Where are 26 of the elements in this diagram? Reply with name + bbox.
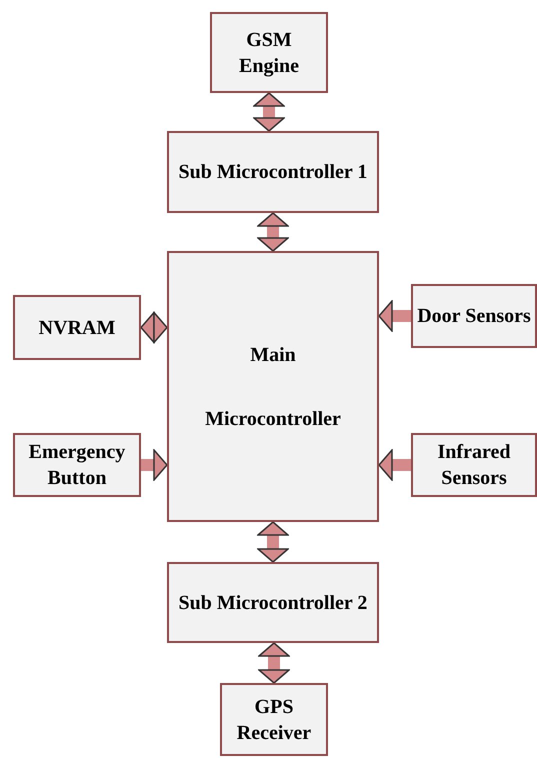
block-box	[210, 12, 328, 93]
block-box	[13, 295, 141, 360]
block-label: Infrared Sensors	[436, 440, 512, 491]
block-label: GPS Receiver	[236, 694, 312, 746]
block-box	[411, 284, 537, 348]
block-arrow	[378, 449, 411, 481]
block-box	[13, 433, 141, 497]
block-box	[167, 562, 379, 643]
block-arrow	[141, 449, 168, 481]
block-arrow	[257, 212, 289, 252]
block-box	[220, 683, 328, 756]
block-box	[167, 131, 379, 213]
block-label: GSM Engine	[238, 28, 300, 78]
block-arrow	[257, 521, 289, 563]
block-arrow	[258, 642, 290, 684]
block-box	[167, 251, 379, 522]
block-label: Emergency Button	[28, 440, 126, 491]
block-label: Sub Microcontroller 2	[178, 590, 368, 616]
block-box	[411, 433, 537, 497]
block-label: Main Microcontroller	[204, 342, 342, 432]
block-label: Door Sensors	[416, 304, 532, 329]
block-arrow	[140, 312, 168, 344]
block-label: Sub Microcontroller 1	[178, 160, 368, 185]
block-arrow	[253, 92, 285, 132]
block-label: NVRAM	[38, 316, 116, 340]
block-arrow	[378, 300, 411, 332]
